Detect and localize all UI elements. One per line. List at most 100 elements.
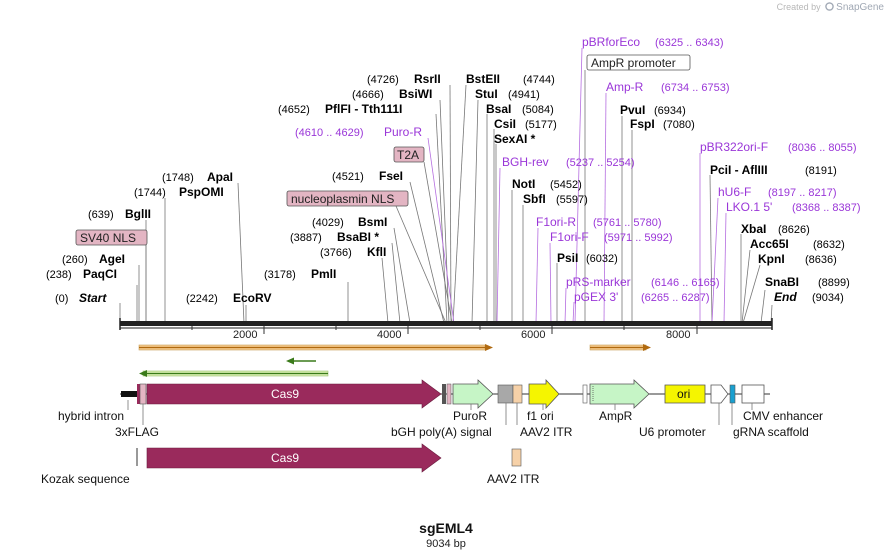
feature-label-cmv-enhancer: CMV enhancer: [743, 409, 823, 423]
primer-name[interactable]: LKO.1 5': [726, 200, 772, 214]
site-pos: (1748): [162, 172, 194, 184]
site-name[interactable]: PsiI: [557, 251, 578, 265]
primer-name[interactable]: F1ori-F: [550, 230, 589, 244]
site-name[interactable]: PmlI: [311, 267, 336, 281]
site-name[interactable]: End: [774, 290, 797, 304]
site-pos: (5177): [525, 119, 557, 131]
site-name[interactable]: BsmI: [358, 215, 387, 229]
site-name[interactable]: KpnI: [758, 252, 785, 266]
credit-brand: SnapGene: [836, 2, 884, 13]
site-name[interactable]: CsiI: [494, 117, 516, 131]
site-name[interactable]: BsaI: [486, 102, 511, 116]
site-name[interactable]: BsiWI: [399, 87, 432, 101]
aav2-itr-block[interactable]: [512, 384, 523, 404]
nucleoplasmin-nls-label: nucleoplasmin NLS: [291, 192, 394, 206]
primer-name[interactable]: BGH-rev: [502, 155, 549, 169]
site-pos: (4726): [367, 74, 399, 86]
primer-range: (6265 .. 6287): [641, 292, 710, 304]
feature-label-3xflag: 3xFLAG: [115, 425, 159, 439]
site-name[interactable]: SexAI *: [494, 132, 536, 146]
primer-range: (5761 .. 5780): [593, 217, 662, 229]
nucleoplasmin-nls-box[interactable]: [286, 190, 409, 207]
site-labels: (0) Start (238) PaqCI (260) AgeI (639) B…: [46, 72, 850, 305]
orf-arrow-green-short[interactable]: [286, 357, 316, 365]
feature-label-bgh-polya: bGH poly(A) signal: [391, 425, 492, 439]
site-name[interactable]: NotI: [512, 177, 535, 191]
cas9-arrow[interactable]: Cas9: [146, 379, 442, 409]
site-name[interactable]: PflFI - Tth111I: [325, 102, 402, 116]
puror-arrow[interactable]: [452, 379, 494, 409]
primer-name[interactable]: pGEX 3': [574, 290, 618, 304]
ampr-promoter-block[interactable]: [582, 384, 588, 404]
site-name[interactable]: BstEII: [466, 72, 500, 86]
ampr-arrow[interactable]: [589, 379, 650, 409]
aav2-itr-block-2[interactable]: [511, 448, 522, 467]
axis-tick-label: 6000: [521, 329, 545, 341]
site-name[interactable]: Start: [79, 291, 107, 305]
site-name[interactable]: XbaI: [741, 222, 766, 236]
axis-tick-label: 8000: [666, 329, 690, 341]
primer-labels: (4610 .. 4629) Puro-R BGH-rev (5237 .. 5…: [295, 35, 861, 304]
site-name[interactable]: StuI: [475, 87, 498, 101]
primer-name[interactable]: hU6-F: [718, 185, 751, 199]
site-name[interactable]: EcoRV: [233, 291, 271, 305]
primer-range: (6734 .. 6753): [661, 82, 730, 94]
ori-arrow[interactable]: ori: [664, 384, 706, 404]
site-name[interactable]: BglII: [125, 207, 151, 221]
primer-range: (8036 .. 8055): [788, 142, 857, 154]
primer-name[interactable]: pRS-marker: [566, 275, 631, 289]
site-name[interactable]: PaqCI: [83, 267, 117, 281]
site-pos: (5084): [522, 104, 554, 116]
credit-prefix: Created by: [776, 2, 821, 12]
orf-arrow-orange-right[interactable]: [589, 344, 651, 351]
site-name[interactable]: PciI - AflIII: [710, 163, 768, 177]
site-name[interactable]: KflI: [367, 245, 386, 259]
cmv-enhancer-block[interactable]: [741, 384, 765, 404]
site-name[interactable]: BsaBI *: [337, 230, 379, 244]
primer-name[interactable]: F1ori-R: [536, 215, 576, 229]
primer-leader-lines: [427, 47, 727, 324]
grna-scaffold-block[interactable]: [729, 384, 736, 404]
primer-name[interactable]: Puro-R: [384, 125, 422, 139]
axis-tick-label: 2000: [233, 329, 257, 341]
kozak-block[interactable]: [137, 384, 140, 404]
nls-block[interactable]: [442, 384, 446, 404]
primer-range: (5237 .. 5254): [566, 157, 635, 169]
site-name[interactable]: SnaBI: [765, 275, 799, 289]
feature-label-f1-ori: f1 ori: [527, 409, 554, 423]
hybrid-intron-block[interactable]: [121, 391, 137, 397]
site-name[interactable]: Acc65I: [750, 237, 789, 251]
site-name[interactable]: PvuI: [620, 103, 645, 117]
orf-arrow-orange[interactable]: [138, 344, 493, 351]
ampr-promoter-box[interactable]: [586, 54, 691, 71]
site-name[interactable]: PspOMI: [179, 185, 224, 199]
site-pos: (2242): [186, 293, 218, 305]
primer-range: (8368 .. 8387): [792, 202, 861, 214]
site-name[interactable]: ApaI: [207, 170, 233, 184]
t2a-box[interactable]: [393, 146, 425, 163]
primer-name[interactable]: pBRforEco: [582, 35, 640, 49]
site-pos: (8899): [818, 277, 850, 289]
site-name[interactable]: FspI: [630, 117, 655, 131]
orf-arrow-green-long[interactable]: [139, 370, 329, 377]
u6-promoter-arrow[interactable]: [710, 384, 729, 404]
f1-ori-arrow[interactable]: [528, 378, 560, 410]
site-name[interactable]: FseI: [379, 169, 403, 183]
site-name[interactable]: SbfI: [523, 192, 546, 206]
primer-name[interactable]: Amp-R: [606, 80, 644, 94]
site-pos: (4521): [332, 171, 364, 183]
site-name[interactable]: RsrII: [414, 72, 441, 86]
site-name[interactable]: AgeI: [99, 252, 125, 266]
primer-range: (5971 .. 5992): [604, 232, 673, 244]
bgh-polya-block[interactable]: [497, 384, 514, 404]
feature-label-kozak: Kozak sequence: [41, 472, 130, 486]
primer-name[interactable]: pBR322ori-F: [700, 140, 768, 154]
cas9-arrow-2[interactable]: Cas9: [146, 443, 442, 473]
sv40-nls-box[interactable]: [75, 229, 148, 246]
3xflag-block[interactable]: [139, 383, 147, 405]
site-pos: (4744): [523, 74, 555, 86]
site-pos: (238): [46, 269, 72, 281]
t2a-block[interactable]: [446, 383, 452, 405]
site-pos: (260): [62, 254, 88, 266]
site-pos: (4666): [352, 89, 384, 101]
